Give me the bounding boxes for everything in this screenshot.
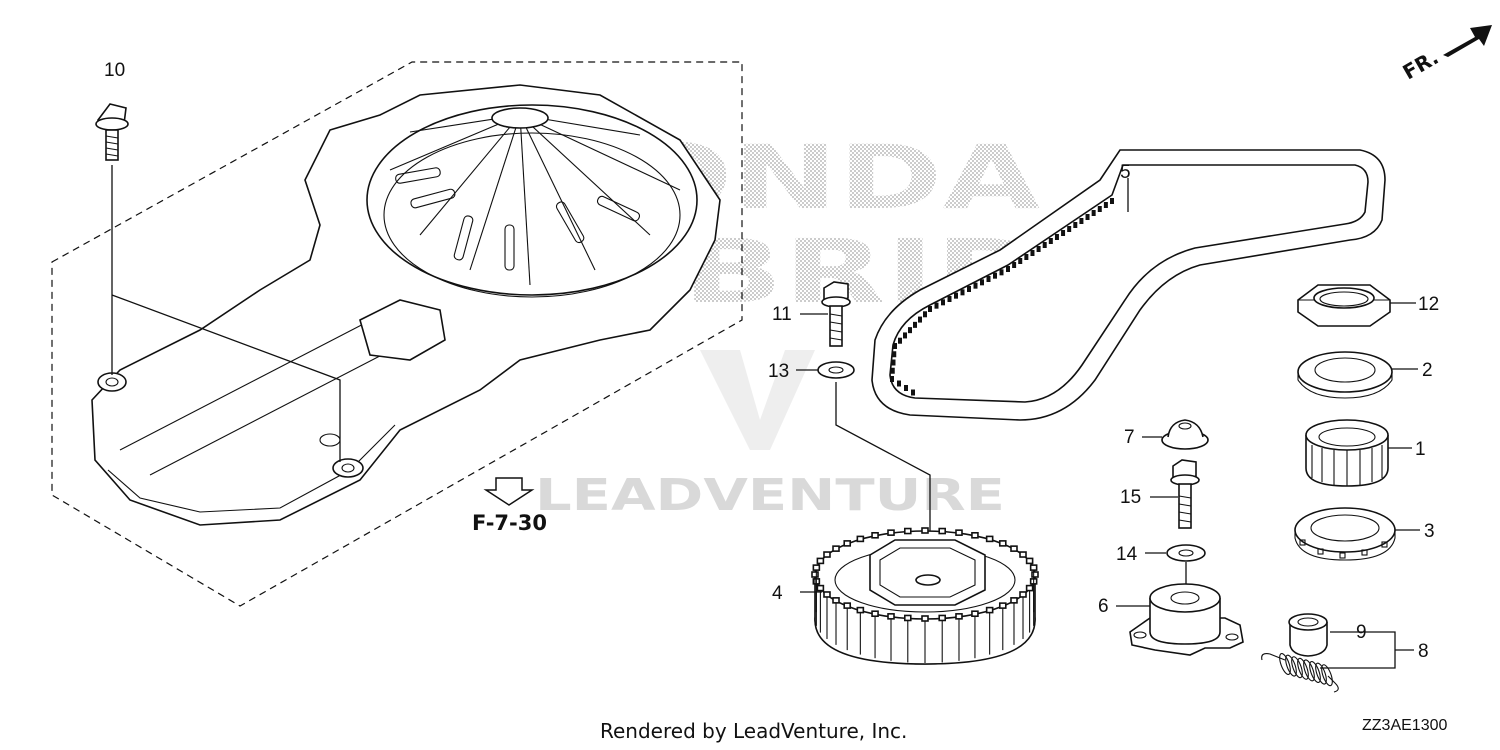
part-4-pulley-gear: [811, 527, 1039, 665]
reference-arrow-icon: [483, 477, 535, 506]
callout-9: 9: [1356, 622, 1367, 643]
callout-13: 13: [768, 361, 789, 382]
part-12-nut: [1297, 284, 1391, 327]
callout-5: 5: [1120, 162, 1131, 183]
callout-12: 12: [1418, 294, 1439, 315]
callout-14: 14: [1116, 544, 1138, 565]
callout-15: 15: [1120, 487, 1141, 508]
callout-6: 6: [1098, 596, 1109, 617]
callout-8: 8: [1418, 641, 1429, 662]
callout-3: 3: [1424, 521, 1435, 542]
part-10-leader-lines: [111, 165, 341, 462]
part-14-washer: [1166, 544, 1206, 562]
reference-label: F-7-30: [472, 511, 547, 535]
part-11-bolt: [821, 281, 851, 347]
part-7-cap: [1161, 419, 1209, 450]
callout-11: 11: [772, 304, 792, 325]
part-2-ring: [1297, 351, 1393, 399]
page-reference: F-7-30: [472, 477, 547, 535]
leadventure-watermark: LEADVENTURE: [535, 470, 1005, 521]
part-6-tensioner: [1129, 583, 1244, 656]
leadventure-logo-mark: [700, 350, 815, 450]
callout-4: 4: [772, 583, 783, 604]
callout-1: 1: [1415, 439, 1426, 460]
front-direction-indicator: FR.: [1399, 25, 1492, 84]
callout-10: 10: [104, 60, 125, 81]
part-1-small-pulley: [1305, 419, 1389, 487]
footer-credit: Rendered by LeadVenture, Inc.: [600, 719, 907, 743]
part-15-bolt: [1170, 459, 1200, 529]
callout-7: 7: [1124, 427, 1135, 448]
part-3-flange: [1294, 507, 1396, 561]
cover-assembly-boundary: [51, 61, 743, 607]
part-8-spring: [1261, 653, 1339, 693]
front-direction-label: FR.: [1399, 45, 1443, 84]
callout-2: 2: [1422, 360, 1433, 381]
gear-teeth: [811, 527, 1039, 663]
front-direction-arrow-icon: [1443, 25, 1492, 57]
part-13-washer: [817, 361, 855, 379]
part-9-collar: [1288, 613, 1328, 657]
belt-teeth: [890, 198, 1114, 396]
diagram-code: ZZ3AE1300: [1362, 717, 1447, 734]
belt-cover: [91, 84, 721, 526]
part-5-timing-belt: [871, 149, 1386, 421]
part-10-bolt: [95, 103, 129, 161]
